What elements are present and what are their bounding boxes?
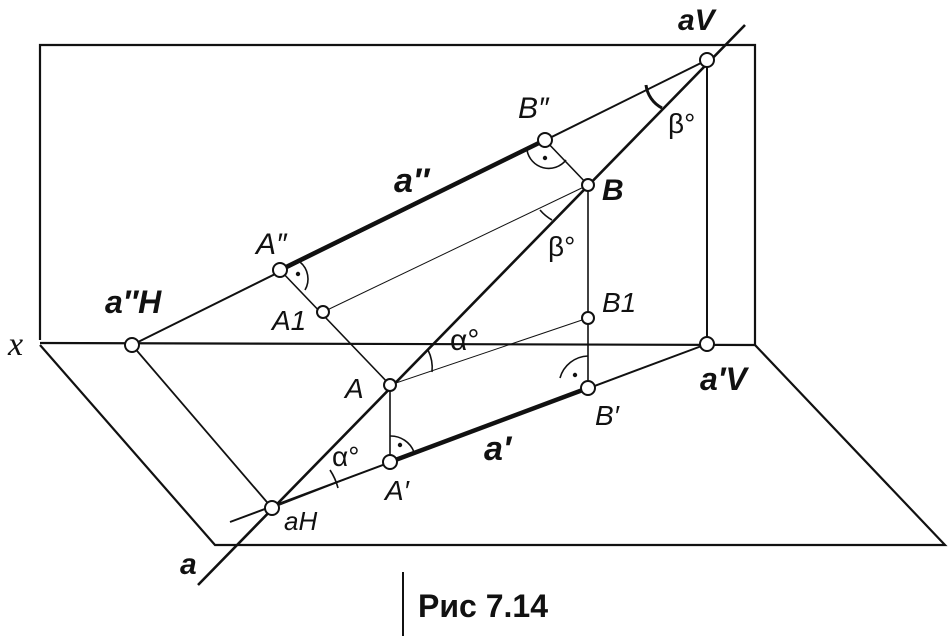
label-aH-dd: a″H: [105, 284, 162, 320]
segment-A-dd-B-dd: [279, 137, 546, 273]
figure-caption: Рис 7.14: [418, 588, 548, 624]
label-beta-mid: β°: [548, 231, 575, 262]
label-A1: A1: [270, 305, 306, 336]
planes: [38, 43, 948, 547]
right-angle-B-dd: [526, 149, 567, 170]
label-aV-prime: a′V: [700, 361, 749, 397]
point-aV-prime: [699, 336, 715, 352]
segment-A-d-B-d: [389, 385, 589, 465]
point-aV: [699, 52, 715, 68]
line-A-dd-to-A: [279, 269, 391, 386]
alpha-arc-mid: [427, 349, 434, 373]
line-a: [197, 24, 746, 586]
label-A-prime: A′: [383, 475, 411, 506]
beta-arc-mid: [539, 209, 553, 221]
x-axis: [39, 341, 756, 347]
label-A-dd: A″: [254, 228, 288, 261]
point-B: [581, 178, 595, 192]
point-B-dd: [537, 132, 553, 148]
alpha-arc-low: [329, 469, 339, 489]
right-angle-A-dd: [299, 261, 309, 291]
angle-marks: [299, 84, 663, 489]
point-B-prime: [580, 380, 596, 396]
construction-lines: [131, 24, 746, 586]
label-aV: aV: [678, 4, 718, 37]
label-alpha-low: α°: [332, 441, 359, 472]
point-A-dd: [272, 262, 288, 278]
line-B-dd-to-B: [544, 139, 589, 186]
label-B-dd: B″: [518, 92, 550, 125]
label-B-prime: B′: [595, 400, 621, 431]
right-angle-A-prime: [389, 435, 415, 453]
point-A1: [316, 305, 330, 319]
label-B: B: [602, 174, 624, 207]
label-B1: B1: [602, 287, 636, 318]
point-A-prime: [382, 454, 398, 470]
label-A: A: [343, 373, 364, 404]
line-A1-to-B: [322, 184, 589, 313]
point-aH-dd: [124, 337, 140, 353]
vertical-plane-outline: [38, 43, 757, 345]
label-a: a: [180, 548, 197, 581]
line-A-to-B1: [389, 317, 589, 386]
label-aH: aH: [284, 506, 317, 536]
line-aH-dd-to-aH: [131, 344, 273, 509]
horizontal-plane-outline: [39, 344, 948, 547]
label-alpha-mid: α°: [450, 324, 479, 357]
point-aH: [264, 500, 280, 516]
line-aH-to-A-prime: [271, 461, 391, 509]
right-angle-B-prime: [559, 355, 589, 379]
label-x: x: [7, 326, 23, 363]
point-B1: [581, 311, 595, 325]
points: [124, 52, 715, 516]
label-a-dd: a″: [394, 162, 431, 200]
label-a-prime: a′: [484, 430, 513, 468]
label-beta-top: β°: [668, 108, 695, 139]
beta-arc-top: [644, 84, 663, 110]
right-angle-dots: [295, 155, 578, 448]
point-A: [383, 378, 397, 392]
labels: aV B″ β° a″ B A″ β° a″H B1 A1 x α° A a′V…: [7, 4, 749, 581]
